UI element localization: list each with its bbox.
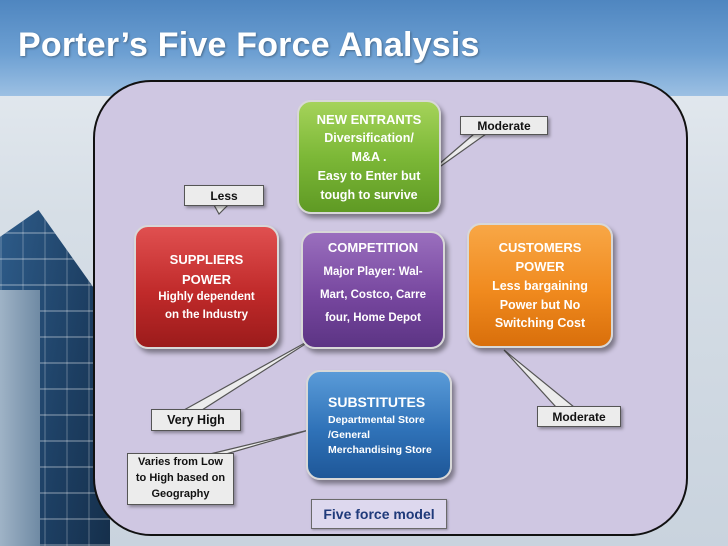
substitutes-line: Departmental Store (328, 413, 425, 426)
suppliers-line: Highly dependent (158, 291, 255, 304)
customers-heading: CUSTOMERS (498, 239, 582, 255)
suppliers-heading: SUPPLIERS (169, 252, 244, 268)
new-entrants-line: Easy to Enter but (317, 168, 421, 183)
competition-line: Mart, Costco, Carre (319, 289, 427, 302)
substitutes-line: Merchandising Store (328, 444, 432, 457)
customers-heading: POWER (515, 259, 565, 275)
customers-line: Switching Cost (494, 316, 586, 331)
suppliers-line: on the Industry (164, 308, 249, 321)
substitutes-line: /General (328, 428, 371, 441)
competition-line: Major Player: Wal- (323, 265, 423, 278)
callout-substitutes-line: Geography (151, 487, 210, 500)
new-entrants-line: M&A . (351, 150, 387, 164)
new-entrants-line: tough to survive (320, 187, 418, 202)
five-force-model-label: Five force model (311, 499, 447, 529)
new-entrants-line: Diversification/ (324, 131, 414, 146)
connector-less (212, 204, 230, 215)
callout-substitutes-line: to High based on (135, 472, 226, 485)
callout-competition: Very High (151, 409, 241, 431)
connector-varies (209, 429, 310, 455)
competition-box: COMPETITION Major Player: Wal- Mart, Cos… (301, 231, 445, 349)
callout-substitutes: Varies from Low to High based on Geograp… (127, 453, 234, 505)
substitutes-box: SUBSTITUTES Departmental Store /General … (306, 370, 452, 480)
callout-customers: Moderate (537, 406, 621, 427)
competition-heading: COMPETITION (327, 240, 419, 256)
slide-title: Porter’s Five Force Analysis (18, 26, 480, 64)
customers-box: CUSTOMERS POWER Less bargaining Power bu… (467, 223, 613, 348)
customers-line: Power but No (499, 297, 581, 312)
customers-line: Less bargaining (492, 278, 588, 293)
competition-line: four, Home Depot (325, 312, 421, 325)
substitutes-heading: SUBSTITUTES (328, 393, 426, 410)
callout-new-entrants: Moderate (460, 116, 548, 135)
connector-moderate-right (503, 349, 576, 408)
suppliers-box: SUPPLIERS POWER Highly dependent on the … (134, 225, 279, 349)
suppliers-heading: POWER (181, 271, 232, 287)
new-entrants-box: NEW ENTRANTS Diversification/ M&A . Easy… (297, 100, 441, 214)
callout-substitutes-line: Varies from Low (138, 456, 223, 469)
background-tower (0, 290, 40, 546)
new-entrants-heading: NEW ENTRANTS (316, 111, 422, 127)
callout-suppliers: Less (184, 185, 264, 206)
